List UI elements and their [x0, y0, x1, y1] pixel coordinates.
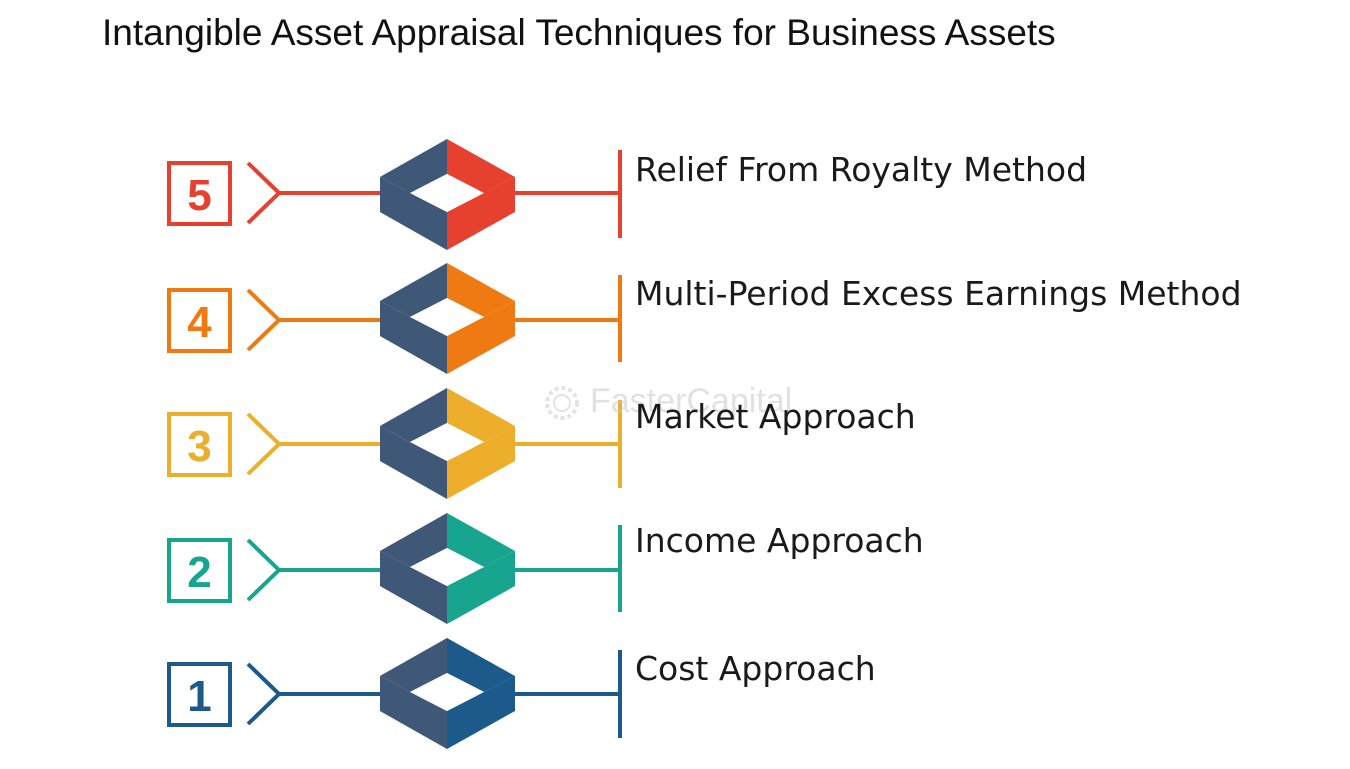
step-label-1: Cost Approach [635, 649, 876, 688]
step-row-1: 1 [167, 638, 622, 749]
step-row-2: 2 [167, 513, 622, 624]
step-number-box [167, 662, 232, 727]
chevron-icon [246, 662, 282, 726]
chevron-icon [246, 161, 282, 225]
step-number: 3 [187, 422, 211, 471]
step-row-4: 4 [167, 263, 622, 374]
page-title: Intangible Asset Appraisal Techniques fo… [102, 12, 1056, 53]
diamond-frame-icon [380, 388, 515, 499]
gear-icon [545, 386, 579, 420]
watermark-text: FasterCapital [590, 382, 793, 420]
step-number-box [167, 288, 232, 353]
step-number-box [167, 412, 232, 477]
diamond-frame-icon [380, 513, 515, 624]
chevron-icon [246, 412, 282, 476]
chevron-icon [246, 538, 282, 602]
diamond-frame-icon [380, 263, 515, 374]
step-number-box [167, 538, 232, 603]
diamond-frame-icon [380, 638, 515, 749]
diamond-frame-icon [380, 139, 515, 250]
step-label-4: Multi-Period Excess Earnings Method [635, 274, 1242, 313]
step-number: 5 [187, 171, 211, 220]
step-number: 4 [187, 298, 212, 347]
step-number: 1 [187, 672, 211, 721]
step-number-box [167, 161, 232, 226]
step-label-3: Market Approach [635, 397, 916, 436]
step-label-2: Income Approach [635, 521, 924, 560]
chevron-icon [246, 288, 282, 352]
step-number: 2 [187, 548, 211, 597]
step-row-3: 3 [167, 388, 622, 499]
watermark: FasterCapital [532, 378, 832, 428]
step-row-5: 5 [167, 139, 622, 250]
step-label-5: Relief From Royalty Method [635, 150, 1088, 189]
